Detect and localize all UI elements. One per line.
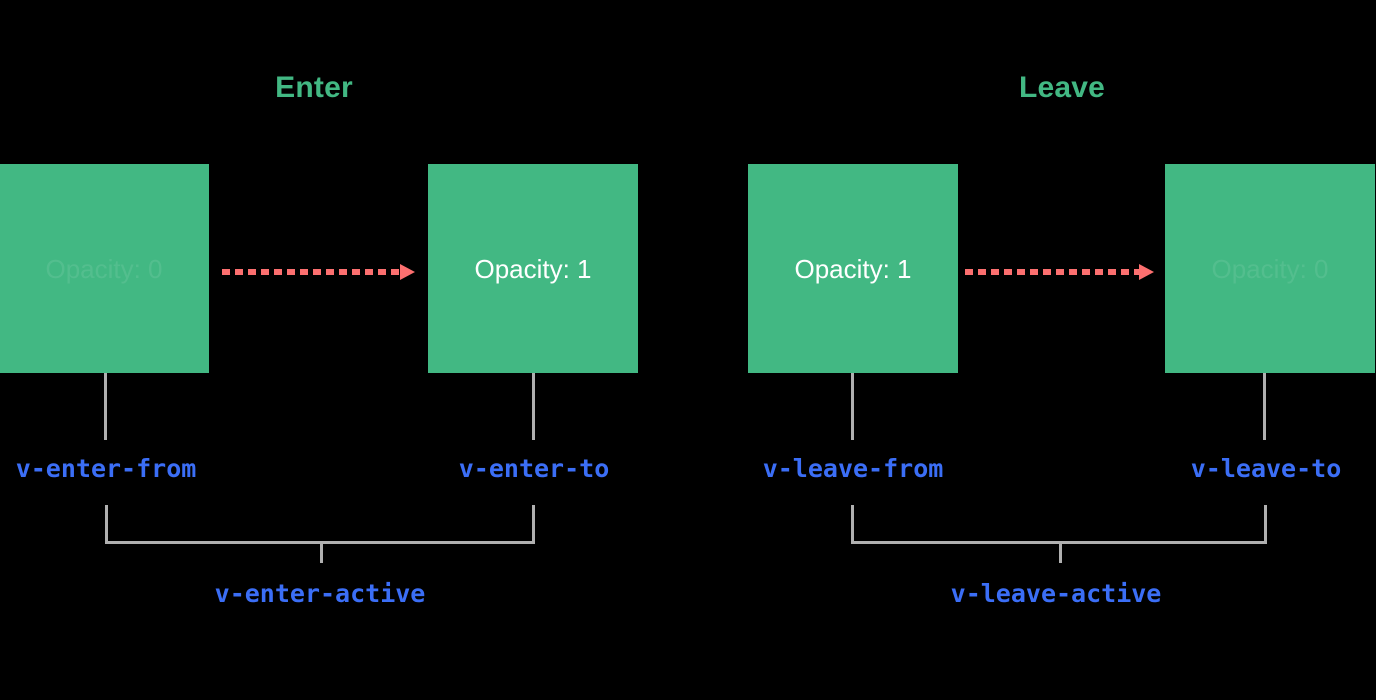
enter-arrow-dashes	[222, 269, 402, 275]
leave-to-state-box: Opacity: 0	[1165, 164, 1375, 373]
enter-transition-arrow-icon	[222, 264, 416, 280]
enter-to-state-box: Opacity: 1	[428, 164, 638, 373]
enter-section-title: Enter	[275, 71, 353, 104]
leave-arrow-dashes	[965, 269, 1141, 275]
leave-transition-arrow-icon	[965, 264, 1156, 280]
leave-arrow-head	[1139, 264, 1154, 280]
leave-from-opacity-text: Opacity: 1	[794, 253, 912, 284]
leave-from-connector-line	[851, 373, 854, 440]
class-label-v-enter-active: v-enter-active	[214, 579, 426, 608]
enter-to-opacity-text: Opacity: 1	[474, 253, 592, 284]
enter-to-connector-line	[532, 373, 535, 440]
class-label-v-leave-to: v-leave-to	[1190, 454, 1342, 483]
leave-from-state-box: Opacity: 1	[748, 164, 958, 373]
enter-from-state-box: Opacity: 0	[0, 164, 209, 373]
enter-from-connector-line	[104, 373, 107, 440]
leave-active-span-bracket	[851, 505, 1267, 563]
class-label-v-leave-active: v-leave-active	[950, 579, 1162, 608]
enter-active-span-bracket	[105, 505, 535, 563]
leave-bracket-tick	[1059, 541, 1062, 563]
leave-to-connector-line	[1263, 373, 1266, 440]
class-label-v-enter-from: v-enter-from	[15, 454, 197, 483]
enter-bracket-tick	[320, 541, 323, 563]
leave-to-opacity-text: Opacity: 0	[1211, 253, 1329, 284]
class-label-v-leave-from: v-leave-from	[762, 454, 944, 483]
leave-section-title: Leave	[1018, 71, 1106, 104]
class-label-v-enter-to: v-enter-to	[458, 454, 610, 483]
enter-arrow-head	[400, 264, 415, 280]
enter-from-opacity-text: Opacity: 0	[45, 253, 163, 284]
